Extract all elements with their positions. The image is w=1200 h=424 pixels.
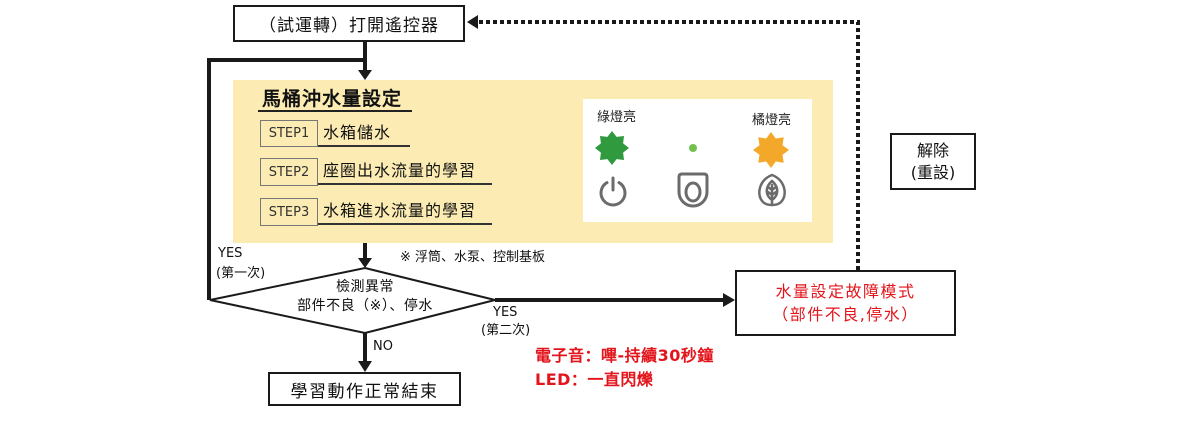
toilet-seat-icon [677, 172, 709, 208]
reset-box: 解除 (重設) [890, 133, 976, 190]
arrowhead-into-panel [358, 70, 372, 80]
status-dot-icon [689, 144, 697, 152]
yes-first-sub-label: (第一次) [216, 266, 266, 281]
decision-diamond [209, 266, 496, 335]
decision-text: 檢測異常 部件不良（※）、停水 [280, 278, 450, 316]
reset-line2: (重設) [910, 162, 956, 182]
step2-tag: STEP2 [260, 158, 318, 186]
power-icon [599, 176, 627, 207]
arrowhead-into-decision [358, 258, 372, 268]
start-box-label: （試運轉）打開遙控器 [259, 16, 439, 36]
yes-second-label: YES [493, 305, 518, 320]
step2-text: 座圈出水流量的學習 [318, 159, 492, 185]
connector-lines [207, 42, 724, 362]
start-box: （試運轉）打開遙控器 [233, 5, 465, 42]
yes-first-label: YES [218, 246, 243, 261]
step3-text: 水箱進水流量的學習 [318, 199, 492, 225]
leaf-icon [758, 173, 786, 207]
alert-sound-text: 電子音：嗶-持續30秒鐘 [535, 346, 714, 365]
arrowhead-into-end-box [358, 361, 372, 372]
leaf-icon-veins [766, 183, 778, 207]
setup-panel-title: 馬桶沖水量設定 [258, 88, 412, 112]
step1-text: 水箱儲水 [318, 121, 410, 147]
arrowhead-into-start-box [467, 15, 478, 29]
step3-tag: STEP3 [260, 198, 318, 226]
orange-led-shape [753, 132, 789, 168]
arrowheads [358, 15, 735, 372]
decision-line1: 檢測異常 [336, 279, 394, 295]
fault-mode-box: 水量設定故障模式 （部件不良,停水） [735, 270, 956, 336]
end-box: 學習動作正常結束 [268, 372, 461, 406]
reset-dotted-line [478, 20, 860, 270]
orange-led-icon [753, 132, 789, 168]
decision-line2: 部件不良（※）、停水 [297, 298, 433, 314]
toilet-seat-opening [684, 181, 702, 203]
green-led-shape [595, 131, 629, 165]
green-led-label: 綠燈亮 [597, 110, 637, 125]
step1-tag: STEP1 [260, 120, 318, 147]
toilet-seat-outline [677, 172, 709, 208]
retry-loop-line [207, 58, 365, 300]
power-icon-arc [599, 181, 627, 207]
arrowhead-into-fault-box [723, 293, 735, 307]
yes-second-sub-label: (第二次) [481, 323, 531, 338]
fault-mode-line1: 水量設定故障模式 [775, 282, 916, 301]
fault-mode-line2: （部件不良,停水） [772, 305, 919, 324]
parts-note: ※ 浮筒、水泵、控制基板 [400, 250, 546, 265]
end-box-label: 學習動作正常結束 [290, 381, 439, 402]
no-label: NO [373, 339, 393, 354]
alert-led-text: LED：一直閃爍 [535, 370, 654, 389]
reset-line1: 解除 [916, 140, 949, 160]
green-led-icon [595, 131, 629, 165]
orange-led-label: 橘燈亮 [752, 113, 792, 128]
